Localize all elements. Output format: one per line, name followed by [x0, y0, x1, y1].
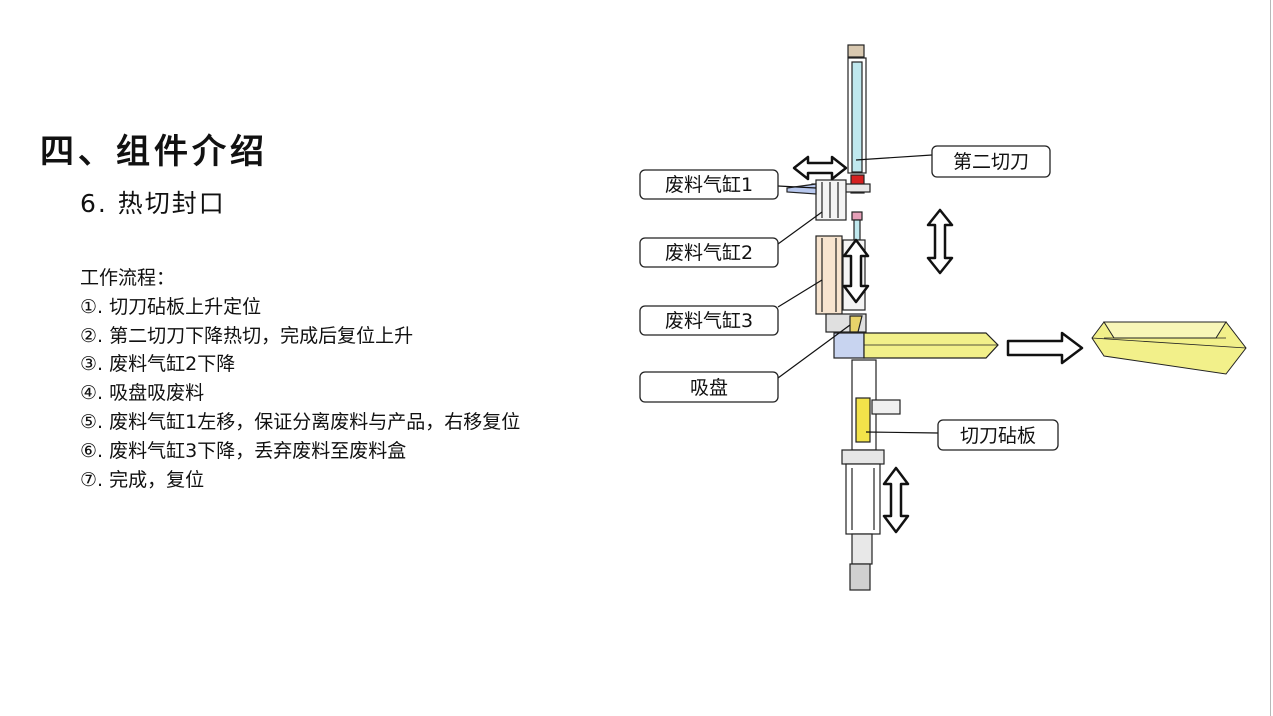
- label-waste-cylinder-1: 废料气缸1: [639, 169, 779, 200]
- work-process: 工作流程： ①. 切刀砧板上升定位 ②. 第二切刀下降热切，完成后复位上升 ③.…: [80, 264, 520, 494]
- arrow-right-icon: [1006, 331, 1084, 365]
- top-cap: [847, 44, 865, 58]
- process-heading: 工作流程：: [80, 267, 176, 289]
- small-connector: [851, 211, 863, 221]
- bottom-rod: [851, 533, 873, 565]
- label-waste-cylinder-2: 废料气缸2: [639, 237, 779, 268]
- process-steps: ①. 切刀砧板上升定位 ②. 第二切刀下降热切，完成后复位上升 ③. 废料气缸2…: [80, 293, 520, 495]
- slide-edge-divider: [1270, 0, 1271, 716]
- double-arrow-vertical-icon: [926, 208, 954, 275]
- lower-flange: [841, 449, 885, 465]
- label-cutter-anvil-text: 切刀砧板: [960, 425, 1036, 447]
- slide-subtitle: 6. 热切封口: [80, 189, 226, 218]
- label-suction-cup: 吸盘: [639, 371, 779, 403]
- label-waste-cylinder-3-text: 废料气缸3: [665, 310, 753, 332]
- cutter-anvil-block: [855, 397, 871, 443]
- bottom-cylinder: [845, 463, 881, 535]
- label-suction-cup-text: 吸盘: [690, 377, 728, 399]
- process-step-6: ⑥. 废料气缸3下降，丢弃废料至废料盒: [80, 439, 407, 462]
- process-step-2: ②. 第二切刀下降热切，完成后复位上升: [80, 324, 414, 347]
- label-second-cutter-text: 第二切刀: [953, 151, 1029, 173]
- label-cutter-anvil: 切刀砧板: [937, 419, 1059, 451]
- waste-cylinder-1-body: [815, 179, 847, 221]
- slide-title: 四、组件介绍: [40, 132, 268, 172]
- suction-head: [849, 315, 863, 333]
- label-waste-cylinder-1-text: 废料气缸1: [665, 174, 753, 196]
- guide-rod: [853, 219, 861, 241]
- process-step-4: ④. 吸盘吸废料: [80, 382, 205, 405]
- double-arrow-vertical-icon: [842, 238, 870, 304]
- label-second-cutter: 第二切刀: [931, 145, 1051, 178]
- process-step-5: ⑤. 废料气缸1左移，保证分离废料与产品，右移复位: [80, 410, 521, 433]
- label-waste-cylinder-3: 废料气缸3: [639, 305, 779, 336]
- leader-lines: [777, 154, 939, 434]
- label-waste-cylinder-2-text: 废料气缸2: [665, 242, 753, 264]
- process-step-1: ①. 切刀砧板上升定位: [80, 295, 262, 318]
- double-arrow-vertical-icon: [882, 466, 910, 534]
- process-step-7: ⑦. 完成，复位: [80, 468, 205, 491]
- process-step-3: ③. 废料气缸2下降: [80, 353, 236, 376]
- machine-drawing: [786, 44, 999, 591]
- upper-cylinder-rod: [851, 61, 863, 173]
- double-arrow-horizontal-icon: [792, 155, 848, 181]
- bottom-end-cap: [849, 563, 871, 591]
- product-holder: [833, 332, 865, 359]
- anvil-side-bracket: [871, 399, 901, 415]
- waste-cylinder-block: [815, 235, 843, 315]
- product-bar-in-machine: [863, 332, 999, 359]
- cut-product-piece: [1091, 321, 1247, 375]
- waste-cylinder-1-tongue: [786, 183, 817, 195]
